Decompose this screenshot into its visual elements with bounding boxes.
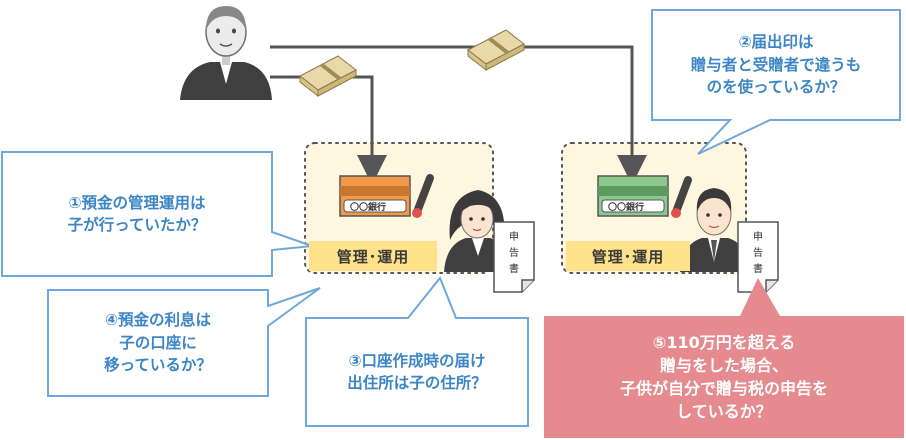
man-icon bbox=[680, 188, 750, 272]
callout-1-line-2: 子が行っていたか？ bbox=[67, 216, 207, 234]
tax-return-document-icon bbox=[493, 221, 535, 293]
tax-return-document-icon bbox=[737, 221, 779, 293]
money-bundle-icon bbox=[299, 55, 357, 98]
callout-1-line-1: ①預金の管理運用は bbox=[68, 193, 206, 212]
callout-5-text: ⑤110万円を超える 贈与をした場合、 子供が自分で贈与税の申告を しているか？ bbox=[546, 319, 902, 435]
callout-4-line-3: 移っているか？ bbox=[104, 356, 212, 375]
callout-2-text: ②届出印は 贈与者と受贈者で違うも のを使っているか？ bbox=[654, 13, 898, 117]
grandfather-icon bbox=[180, 6, 272, 100]
callout-5-line-2: 贈与をした場合、 bbox=[659, 355, 788, 375]
callout-4-line-2: 子の口座に bbox=[119, 333, 197, 352]
flow-arrow-right bbox=[270, 45, 647, 185]
callout-2-line-3: のを使っているか？ bbox=[706, 78, 846, 97]
management-tag-right: 管理･運用 bbox=[566, 241, 690, 271]
seal-stamp-icon bbox=[412, 174, 434, 218]
money-bundle-icon bbox=[467, 29, 525, 72]
callout-5-line-4: しているか？ bbox=[676, 402, 772, 422]
callout-3-line-1: ③口座作成時の届け bbox=[348, 351, 486, 370]
callout-4-text: ④預金の利息は 子の口座に 移っているか？ bbox=[50, 293, 266, 393]
bankbook-icon bbox=[339, 175, 411, 217]
callout-2-line-2: 贈与者と受贈者で違うも bbox=[690, 55, 862, 74]
bankbook-icon bbox=[597, 175, 669, 217]
seal-stamp-icon bbox=[671, 176, 692, 218]
bank-name-left: 〇〇銀行 bbox=[350, 203, 387, 213]
callout-2-line-1: ②届出印は bbox=[738, 33, 814, 52]
callout-5-line-3: 子供が自分で贈与税の申告を bbox=[619, 379, 828, 398]
management-tag-left: 管理･運用 bbox=[309, 241, 437, 271]
bank-name-right: 〇〇銀行 bbox=[608, 203, 645, 213]
callout-box-4 bbox=[47, 287, 321, 397]
callout-box-2 bbox=[651, 9, 901, 155]
callout-1-text: ①預金の管理運用は 子が行っていたか？ bbox=[4, 156, 270, 272]
callout-3-text: ③口座作成時の届け 出住所は子の住所？ bbox=[308, 322, 526, 422]
callout-box-3 bbox=[305, 276, 529, 427]
callout-box-5 bbox=[544, 278, 904, 438]
document-label-right: 申告書 bbox=[753, 232, 763, 275]
document-label-left: 申告書 bbox=[509, 232, 519, 275]
callout-box-1 bbox=[1, 151, 313, 277]
callout-5-line-1: ⑤110万円を超える bbox=[652, 332, 796, 352]
callout-4-line-1: ④預金の利息は bbox=[104, 311, 212, 330]
callout-3-line-2: 出住所は子の住所？ bbox=[347, 374, 487, 392]
